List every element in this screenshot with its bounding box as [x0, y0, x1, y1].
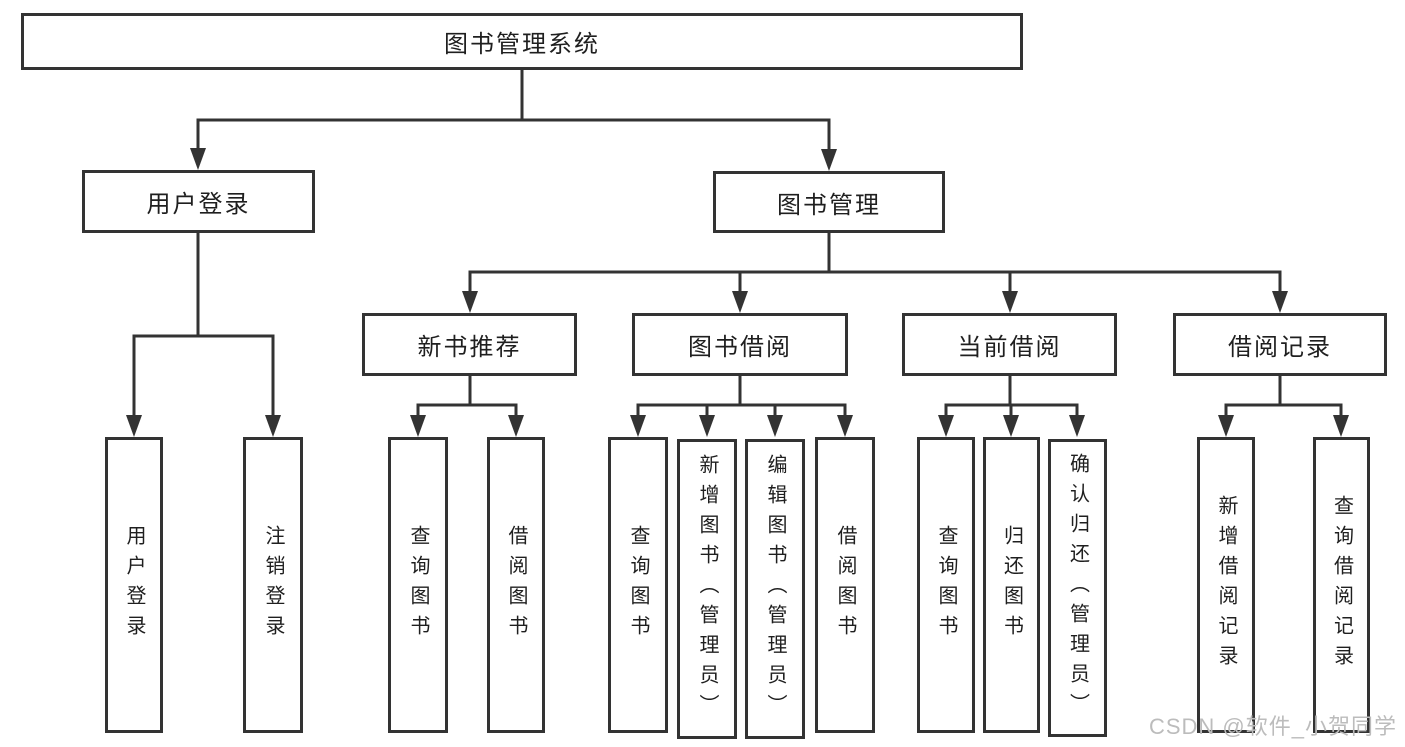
node-borrow-records: 借阅记录 [1173, 313, 1387, 376]
leaf-newbook-query-books-label: 查询图书 [407, 525, 429, 645]
leaf-logout-login: 注销登录 [243, 437, 303, 733]
leaf-current-query-books-label: 查询图书 [935, 525, 957, 645]
leaf-user-login: 用户登录 [105, 437, 163, 733]
leaf-add-books-admin: 新增图书（管理员） [677, 439, 737, 739]
node-new-book-recommend-label: 新书推荐 [417, 334, 522, 361]
leaf-add-borrow-record: 新增借阅记录 [1197, 437, 1255, 733]
leaf-edit-books-admin-label: 编辑图书（管理员） [764, 454, 786, 724]
node-user-login: 用户登录 [82, 170, 315, 233]
leaf-add-borrow-record-label: 新增借阅记录 [1215, 495, 1237, 675]
leaf-confirm-return-admin-label: 确认归还（管理员） [1066, 453, 1089, 723]
leaf-current-query-books: 查询图书 [917, 437, 975, 733]
connector-book-management-children [462, 233, 1288, 313]
leaf-logout-login-label: 注销登录 [262, 525, 284, 645]
leaf-borrow-borrow-books-label: 借阅图书 [834, 525, 856, 645]
leaf-return-books: 归还图书 [983, 437, 1040, 733]
leaf-query-borrow-record-label: 查询借阅记录 [1330, 495, 1353, 675]
leaf-newbook-borrow-books: 借阅图书 [487, 437, 545, 733]
node-root-library-management-system: 图书管理系统 [21, 13, 1023, 70]
node-borrow-records-label: 借阅记录 [1228, 334, 1332, 361]
leaf-return-books-label: 归还图书 [1000, 525, 1023, 645]
node-book-borrow: 图书借阅 [632, 313, 848, 376]
leaf-edit-books-admin: 编辑图书（管理员） [745, 439, 805, 739]
leaf-query-borrow-record: 查询借阅记录 [1313, 437, 1370, 733]
leaf-user-login-label: 用户登录 [123, 525, 145, 645]
leaf-newbook-borrow-books-label: 借阅图书 [505, 525, 527, 645]
connector-new-book-recommend-children [410, 376, 524, 437]
node-root-label: 图书管理系统 [444, 31, 600, 58]
node-new-book-recommend: 新书推荐 [362, 313, 577, 376]
leaf-borrow-query-books-label: 查询图书 [627, 525, 649, 645]
csdn-watermark: CSDN @软件_小贺同学 [1148, 714, 1397, 739]
connector-root-to-level2 [190, 70, 837, 171]
node-current-borrow-label: 当前借阅 [957, 334, 1062, 361]
node-book-management-label: 图书管理 [777, 191, 881, 219]
node-current-borrow: 当前借阅 [902, 313, 1117, 376]
leaf-borrow-query-books: 查询图书 [608, 437, 668, 733]
leaf-add-books-admin-label: 新增图书（管理员） [696, 454, 718, 724]
leaf-borrow-borrow-books: 借阅图书 [815, 437, 875, 733]
connector-current-borrow-children [938, 376, 1085, 437]
leaf-newbook-query-books: 查询图书 [388, 437, 448, 733]
node-book-management: 图书管理 [713, 171, 945, 233]
connector-user-login-children [126, 233, 281, 437]
connector-book-borrow-children [630, 376, 853, 437]
node-book-borrow-label: 图书借阅 [688, 334, 792, 361]
connector-borrow-records-children [1218, 376, 1349, 437]
node-user-login-label: 用户登录 [146, 191, 251, 218]
leaf-confirm-return-admin: 确认归还（管理员） [1048, 439, 1107, 737]
